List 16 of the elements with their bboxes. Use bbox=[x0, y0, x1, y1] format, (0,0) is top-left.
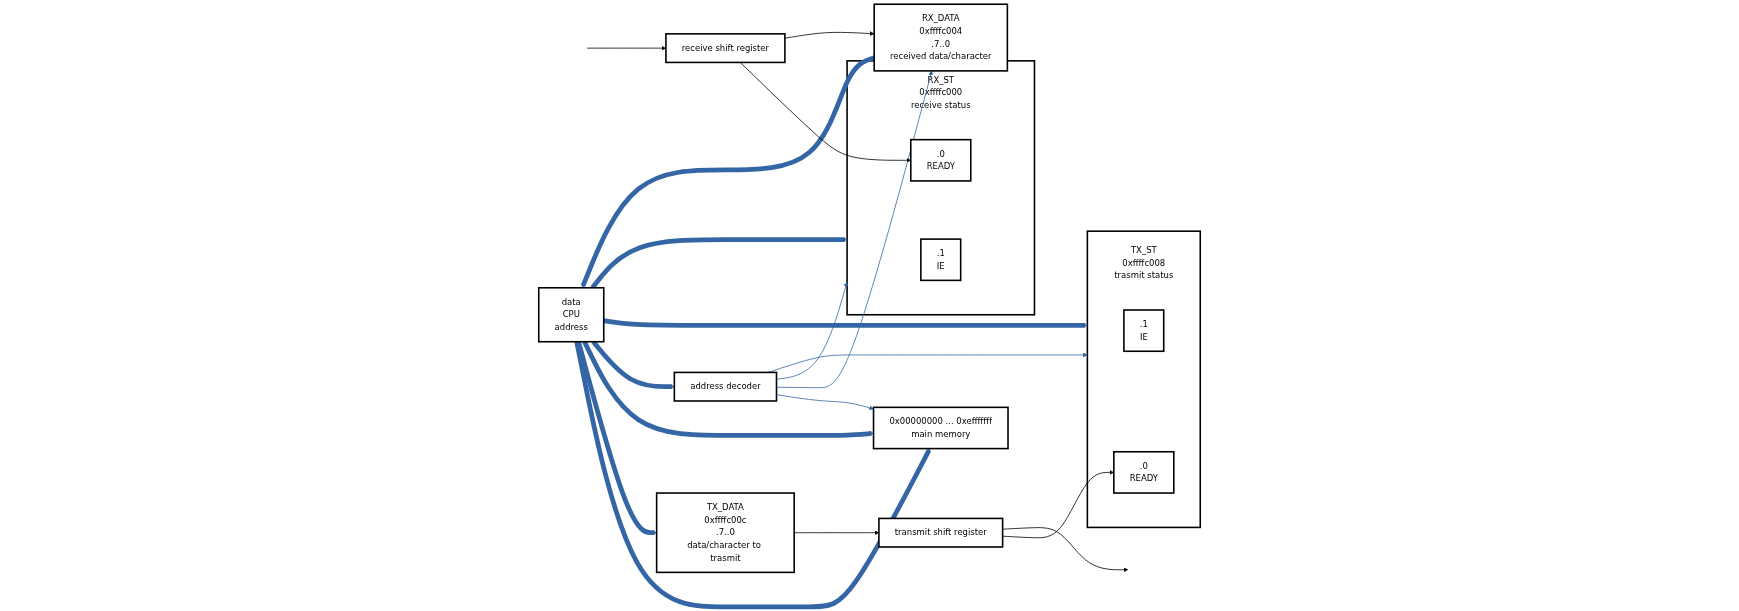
node-box: .1 IE bbox=[920, 238, 962, 282]
node-box: .0 READY bbox=[910, 138, 972, 182]
arrow bbox=[603, 318, 1088, 328]
node-box: RX_DATA 0xffffc004 .7..0 received data/character bbox=[873, 3, 1009, 72]
node-box: 0x00000000 ... 0xefffffff main memory bbox=[872, 406, 1009, 450]
arrow bbox=[591, 340, 675, 390]
node-box: transmit shift register bbox=[878, 517, 1004, 548]
arrow bbox=[574, 341, 932, 610]
node-box: .1 IE bbox=[1123, 309, 1165, 353]
node-box: data CPU address bbox=[537, 287, 605, 343]
node-box: TX_DATA 0xffffc00c .7..0 data/character to trasmit bbox=[655, 492, 795, 574]
node-box: receive shift register bbox=[665, 33, 786, 64]
node-box: .0 READY bbox=[1113, 450, 1175, 494]
arrow bbox=[580, 55, 875, 288]
arrow bbox=[576, 341, 657, 536]
node-box: address decoder bbox=[673, 371, 778, 402]
